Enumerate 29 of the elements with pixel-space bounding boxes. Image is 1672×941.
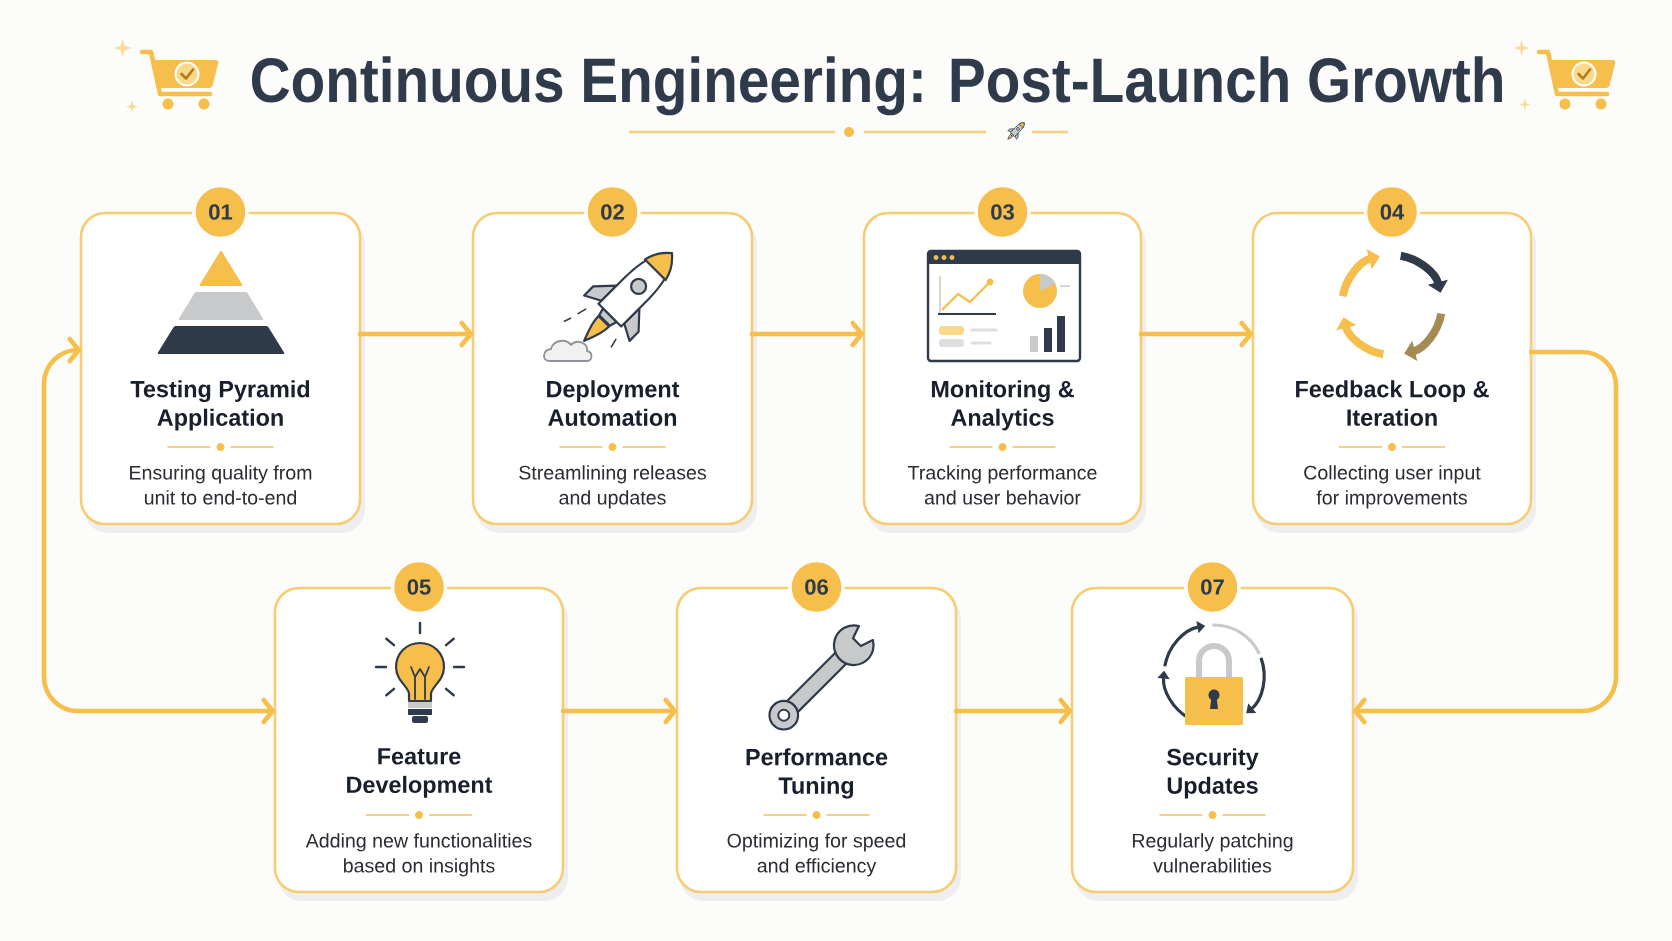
step-title: Monitoring & Analytics [931, 380, 1074, 431]
number-badge: 06 [788, 558, 845, 616]
step-description: Streamlining releases and updates [519, 465, 706, 509]
arrow [1353, 349, 1619, 725]
step-title: Security Updates [1167, 748, 1259, 799]
step-title: Deployment Automation [547, 380, 680, 426]
number-badge: 01 [192, 183, 249, 241]
number-badge: 07 [1184, 558, 1241, 616]
step-title: Feature Development [347, 748, 493, 798]
arrow [560, 697, 677, 725]
arrow [1138, 320, 1253, 348]
number-badge: 03 [974, 183, 1031, 241]
step-title: Testing Pyramid Application [130, 380, 310, 431]
step-description: Collecting user input for improvements [1304, 465, 1481, 509]
step-description: Ensuring quality from unit to end-to-end [130, 465, 312, 505]
number-badge: 02 [584, 183, 641, 241]
number-badge: 05 [390, 558, 448, 616]
step-description: Optimizing for speed and efficiency [727, 833, 906, 877]
arrow [953, 697, 1072, 725]
step-title: Feedback Loop & Iteration [1296, 380, 1489, 426]
step-description: Regularly patching vulnerabilities [1132, 833, 1293, 873]
arrow [357, 320, 473, 348]
step-description: Tracking performance and user behavior [908, 465, 1097, 505]
arrow [749, 320, 864, 348]
number-badge: 04 [1363, 183, 1421, 241]
step-description: Adding new functionalities based on insights [305, 833, 532, 877]
arrow [41, 336, 275, 725]
step-title: Performance Tuning [746, 748, 888, 799]
title: Continuous Engineering: Post-Launch Growth [251, 56, 1502, 116]
